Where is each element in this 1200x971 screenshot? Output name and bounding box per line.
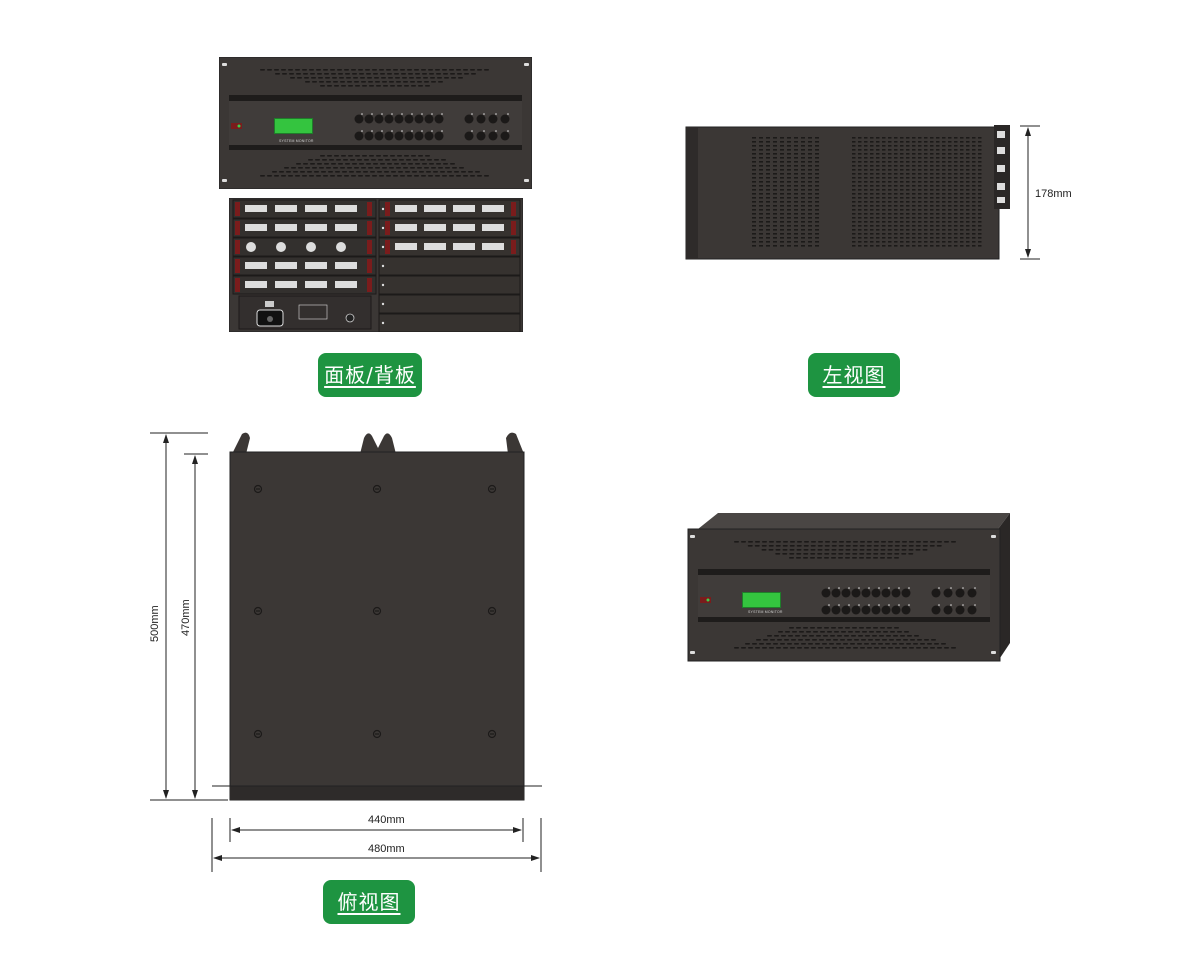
- depth-outer-text: 500mm: [149, 605, 161, 642]
- perspective-lcd-display: [742, 592, 781, 608]
- front-panel-graphic: [218, 56, 533, 190]
- top-view: [228, 430, 526, 802]
- perspective-graphic: [687, 513, 1010, 662]
- back-panel: [228, 197, 524, 333]
- perspective-view: SYSTEM MONITOR: [686, 511, 1012, 663]
- front-lcd-display: [274, 118, 313, 134]
- left-side-view: [684, 125, 1014, 261]
- top-view-label: 俯视图: [323, 880, 415, 924]
- front-panel: SYSTEM MONITOR: [218, 56, 533, 190]
- top-view-graphic: [229, 432, 525, 801]
- top-view-dimension-lines: [150, 432, 542, 872]
- height-dimension-line: [1020, 125, 1040, 260]
- perspective-system-monitor-label: SYSTEM MONITOR: [748, 610, 783, 614]
- width-inner-text: 440mm: [368, 814, 405, 826]
- depth-inner-text: 470mm: [180, 599, 192, 636]
- width-outer-text: 480mm: [368, 843, 405, 855]
- back-panel-graphic: [228, 197, 524, 333]
- left-side-graphic: [685, 125, 1010, 260]
- left-view-label: 左视图: [808, 353, 900, 397]
- front-system-monitor-label: SYSTEM MONITOR: [279, 139, 314, 143]
- height-dimension-text: 178mm: [1035, 188, 1072, 200]
- front-back-view-label: 面板/背板: [318, 353, 422, 397]
